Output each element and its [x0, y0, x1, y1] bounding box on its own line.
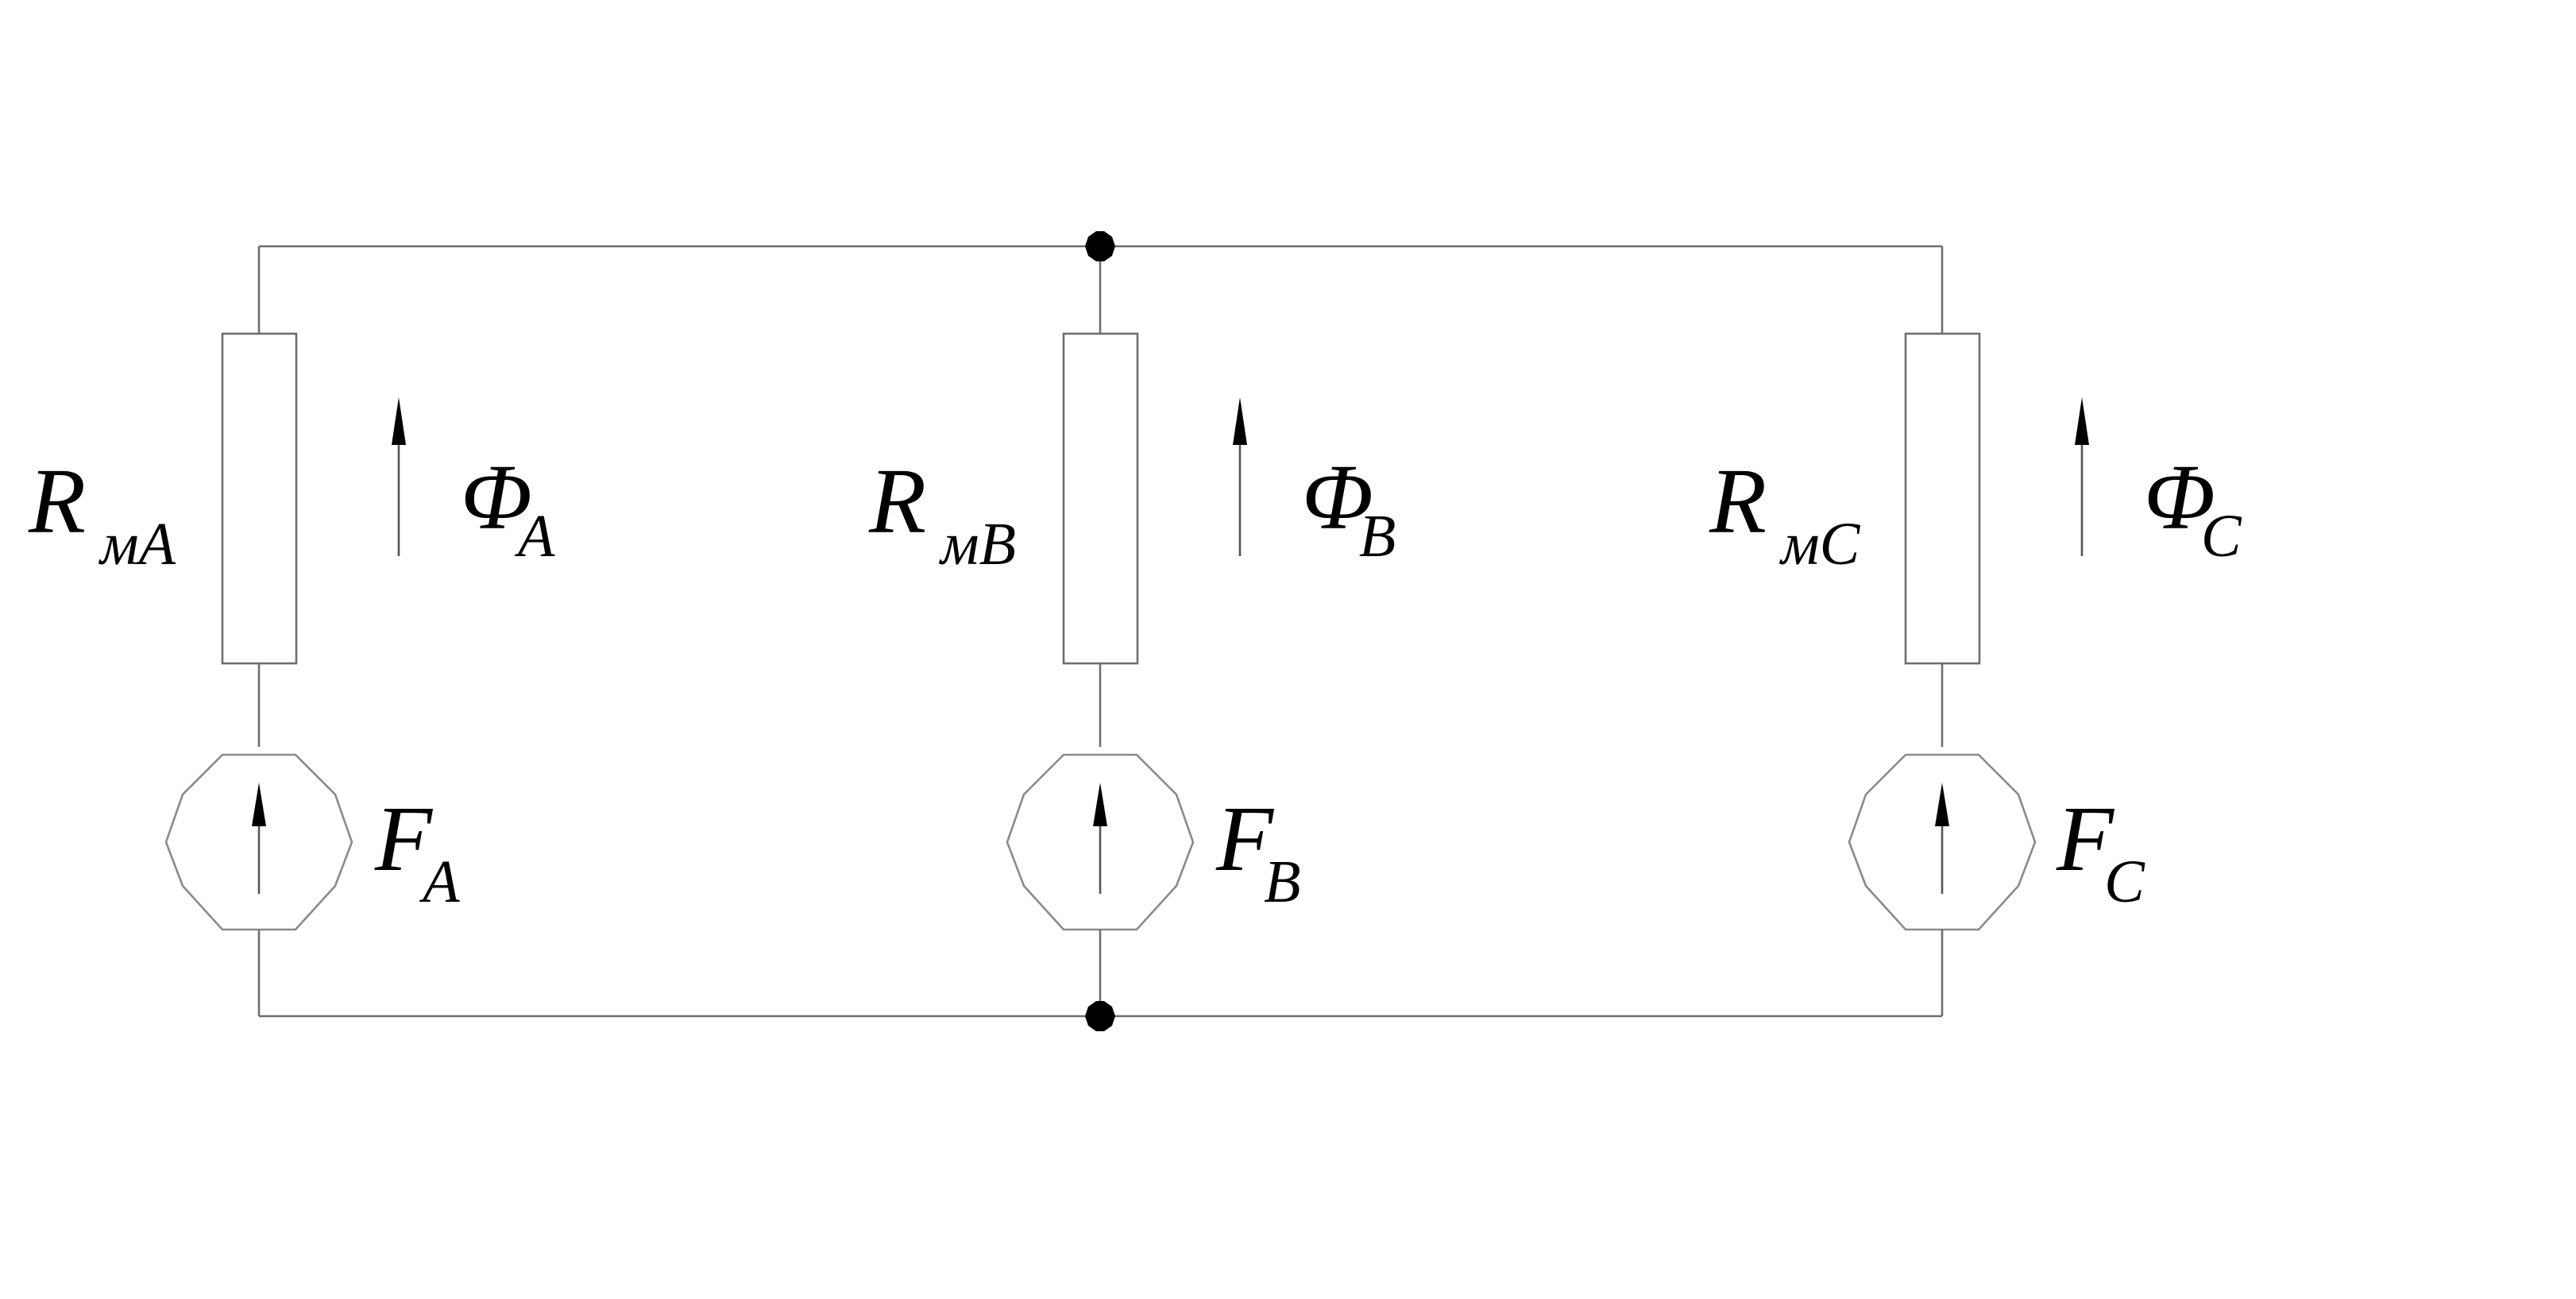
branch-b-source-arrow-head — [1093, 783, 1107, 826]
branch-c-resistor — [1904, 332, 1981, 665]
branch-c-flux-label: ΦC — [2144, 445, 2242, 570]
branch-a-flux-arrow-head — [392, 397, 406, 445]
branch-a-source-arrow-head — [252, 783, 266, 826]
branch-c-source-label: FC — [2056, 787, 2145, 915]
branch-b-flux-label: ΦB — [1302, 445, 1396, 570]
branch-b-flux-arrow-head — [1233, 397, 1247, 445]
branch-b-source-label: FB — [1215, 787, 1301, 915]
branch-b-resistor — [1062, 332, 1139, 665]
branch-a-source-label: FA — [374, 787, 460, 915]
bottom-junction-node — [1085, 1001, 1115, 1031]
branch-c-flux-arrow-head — [2075, 397, 2089, 445]
branch-c-source-arrow-head — [1935, 783, 1949, 826]
top-junction-node — [1085, 231, 1115, 261]
branch-a-flux-label: ΦA — [461, 445, 555, 570]
branch-a-resistor — [221, 332, 298, 665]
